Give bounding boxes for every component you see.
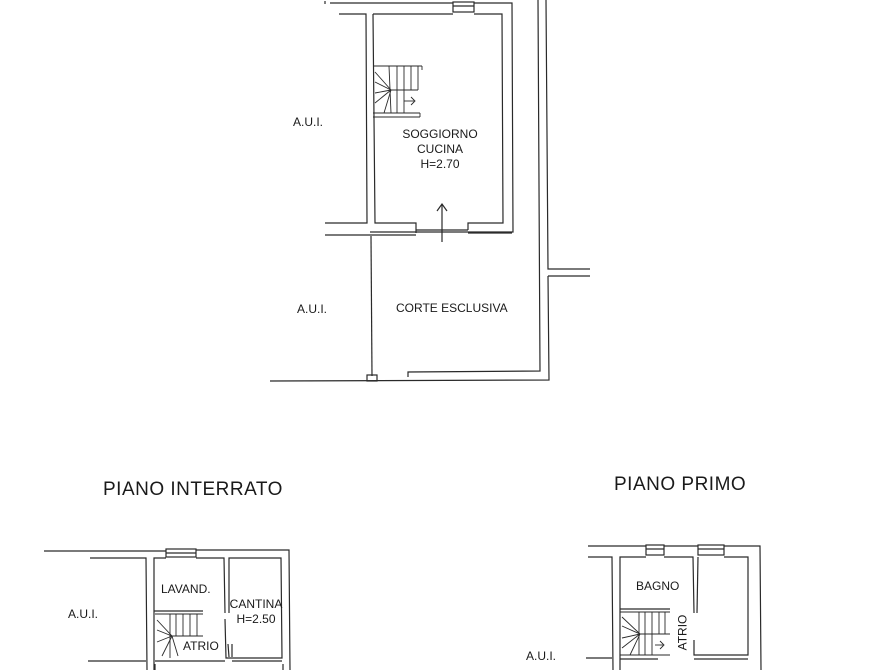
room-height-basement: H=2.50 [236, 612, 276, 626]
room-lavanderia: LAVAND. [161, 582, 211, 596]
room-atrio-first-floor: ATRIO [675, 614, 690, 651]
plan-title-basement: PIANO INTERRATO [103, 479, 283, 500]
first-floor-walls [586, 544, 762, 670]
room-name-soggiorno: SOGGIORNO [402, 127, 478, 141]
aui-label-ground-top: A.U.I. [293, 115, 324, 129]
room-atrio-basement: ATRIO [183, 639, 219, 653]
aui-label-ground-bottom: A.U.I. [297, 302, 328, 316]
ground-floor-walls [269, 0, 590, 382]
room-height-ground: H=2.70 [420, 157, 460, 171]
aui-label-basement: A.U.I. [68, 607, 99, 621]
basement-stairs [155, 613, 203, 658]
first-floor-stairs [620, 611, 670, 656]
plan-title-first-floor: PIANO PRIMO [614, 474, 747, 495]
ground-floor-stairs [373, 65, 423, 118]
room-cantina: CANTINA H=2.50 [228, 597, 284, 627]
aui-label-first-floor: A.U.I. [526, 649, 557, 663]
room-corte-esclusiva: CORTE ESCLUSIVA [396, 301, 508, 315]
room-bagno: BAGNO [636, 579, 680, 593]
room-soggiorno-cucina: SOGGIORNO CUCINA H=2.70 [390, 127, 490, 172]
basement-walls [44, 548, 291, 670]
room-name-cantina: CANTINA [229, 597, 283, 611]
room-name-cucina: CUCINA [416, 142, 463, 156]
